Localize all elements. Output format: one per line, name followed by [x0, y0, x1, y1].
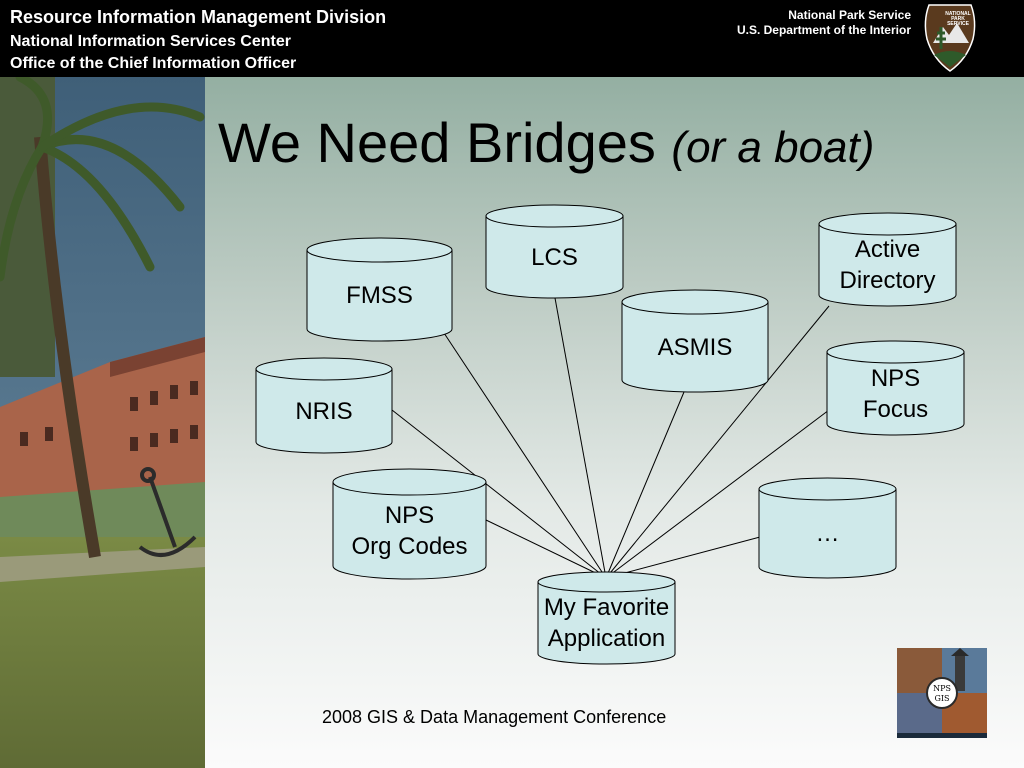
database-label-nris: NRIS: [295, 397, 353, 425]
database-label-asmis: ASMIS: [657, 333, 733, 361]
cylinder-body-active-directory: [818, 223, 957, 307]
connector-lcs: [554, 297, 607, 579]
cylinder-body-nps-focus: [826, 351, 965, 436]
svg-text:GIS: GIS: [934, 694, 949, 703]
connector-fmss: [443, 332, 607, 579]
svg-text:SERVICE: SERVICE: [947, 21, 970, 27]
connector-nps-org-codes: [485, 519, 607, 579]
cylinder-top-ellipsis: [758, 477, 897, 501]
database-label-fmss: FMSS: [346, 282, 413, 309]
connector-active-directory: [605, 305, 830, 579]
cylinder-body-asmis: [621, 301, 769, 393]
connector-ellipsis: [605, 536, 761, 579]
database-label-lcs: LCS: [531, 243, 578, 271]
connector-nris: [391, 409, 607, 579]
cylinder-top-hub: [537, 571, 676, 593]
cylinder-body-fmss: [306, 249, 453, 342]
cylinder-top-active-directory: [818, 212, 957, 236]
slide-title-main: We Need Bridges: [218, 111, 656, 174]
cylinder-top-nris: [255, 357, 393, 381]
slide-title-sub: (or a boat): [671, 123, 875, 172]
slide-title: We Need Bridges (or a boat): [218, 115, 874, 171]
cylinder-top-asmis: [621, 289, 769, 315]
cylinder-top-nps-org-codes: [332, 468, 487, 496]
connector-asmis: [605, 391, 685, 579]
cylinder-top-lcs: [485, 204, 624, 228]
cylinder-body-ellipsis: [758, 488, 897, 579]
cylinder-body-nris: [255, 368, 393, 454]
cylinder-top-fmss: [306, 237, 453, 263]
database-label-nps-org-codes: NPS Org Codes: [351, 501, 468, 560]
header-bar: Resource Information Management Division…: [0, 0, 1024, 77]
svg-text:NPS: NPS: [933, 684, 951, 693]
conference-footer: 2008 GIS & Data Management Conference: [322, 707, 667, 727]
cylinder-body-nps-org-codes: [332, 481, 487, 580]
fort-palm-photo: [0, 77, 205, 768]
department-name: U.S. Department of the Interior: [736, 23, 911, 37]
cylinders: [255, 204, 965, 665]
nps-arrowhead-logo: NATIONAL PARK SERVICE: [924, 4, 976, 72]
database-label-nps-focus: NPS Focus: [862, 364, 929, 423]
connectors: [391, 297, 830, 579]
svg-text:NATIONAL: NATIONAL: [945, 11, 970, 17]
database-label-ellipsis: …: [815, 520, 840, 547]
nps-gis-badge: NPS GIS: [897, 648, 987, 738]
database-label-active-directory: Active Directory: [839, 236, 936, 294]
connector-nps-focus: [605, 409, 830, 579]
cylinder-body-lcs: [485, 215, 624, 299]
center-name: National Information Services Center: [10, 33, 291, 50]
office-name: Office of the Chief Information Officer: [10, 55, 297, 72]
cylinder-body-hub: [537, 581, 676, 665]
division-name: Resource Information Management Division: [10, 7, 387, 27]
database-label-hub: My Favorite Application: [543, 594, 670, 652]
svg-text:PARK: PARK: [951, 16, 965, 22]
agency-name: National Park Service: [788, 8, 911, 22]
cylinder-top-nps-focus: [826, 340, 965, 364]
